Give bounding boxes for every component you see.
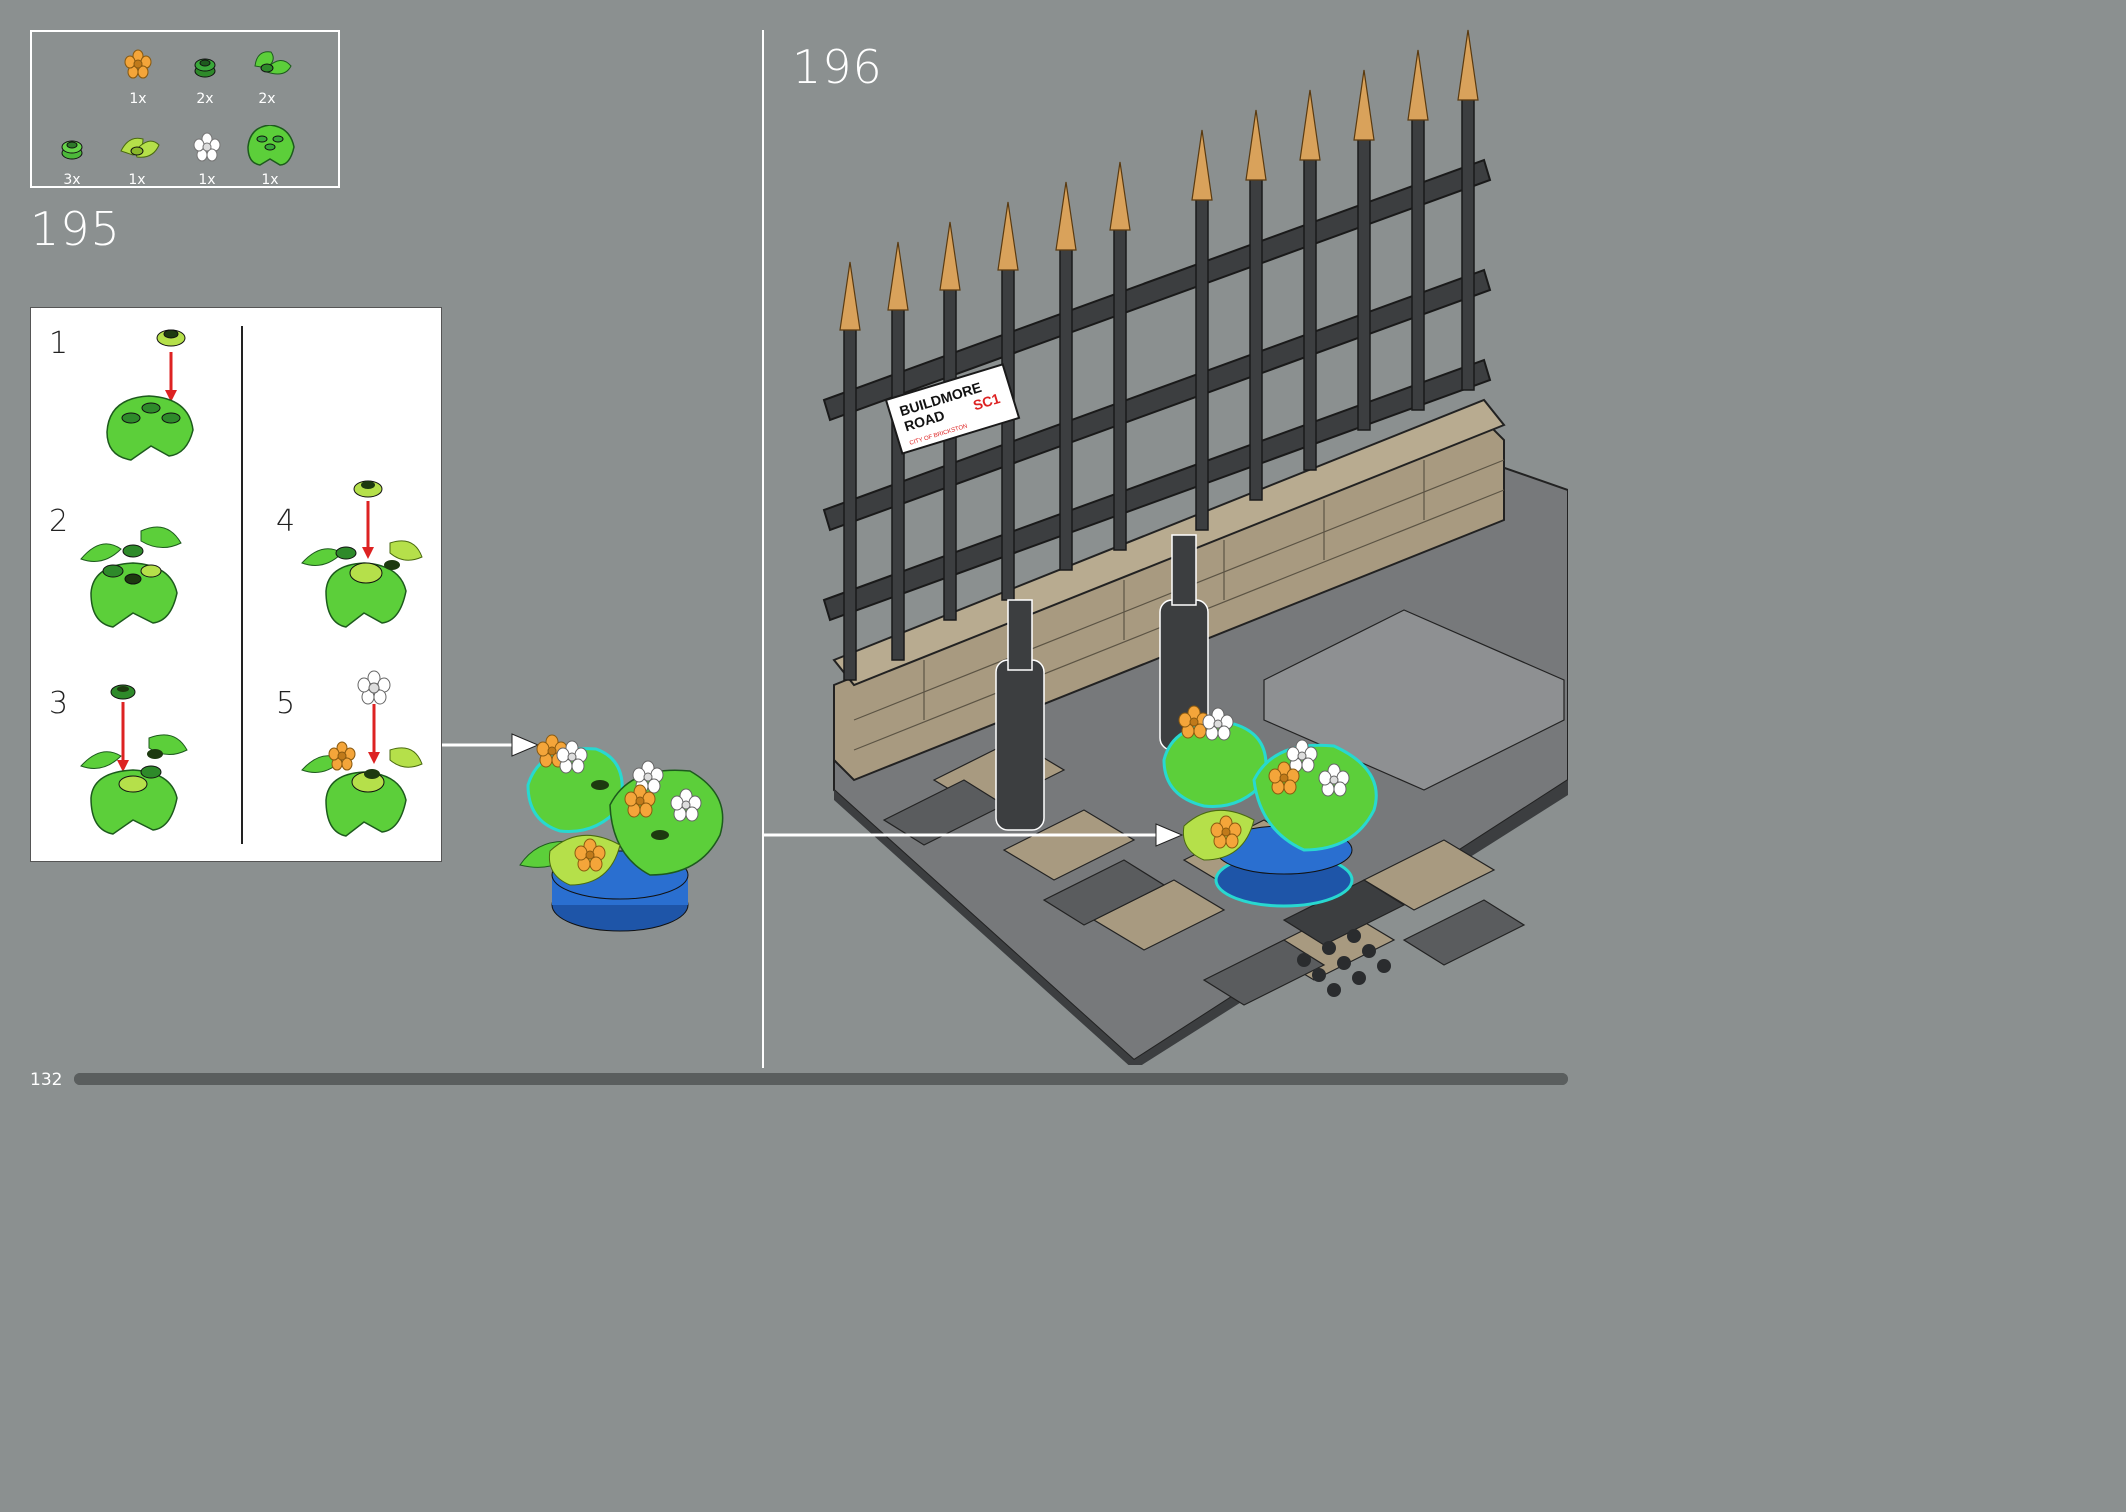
lime-leaf-icon (120, 137, 160, 158)
green-leaf-icon (254, 51, 292, 75)
progress-bar (74, 1073, 1568, 1085)
part-qty: 2x (196, 91, 214, 107)
substep-3-illustration (80, 684, 188, 835)
substep-divider (241, 326, 243, 844)
part-green-plate: 3x (42, 125, 102, 195)
substep-number-1: 1 (49, 326, 69, 361)
part-qty: 1x (198, 172, 216, 188)
white-flower-icon (193, 132, 221, 162)
green-round-plate-icon (61, 140, 83, 160)
street-sign: BUILDMORE ROAD SC1 CITY OF BRICKSTON (884, 363, 1021, 455)
page-divider (762, 30, 764, 1068)
page-number: 132 (30, 1070, 63, 1090)
part-qty: 2x (258, 91, 276, 107)
step-number-195: 195 (30, 202, 121, 256)
substep-1-illustration (106, 329, 194, 461)
substep-2-illustration (80, 526, 182, 628)
part-large-leaf-plate: 1x (240, 125, 300, 195)
substeps-callout: 1 2 3 4 5 (30, 307, 442, 862)
part-lime-leaf: 1x (107, 125, 167, 195)
sign-code: SC1 (971, 390, 1002, 413)
fence-posts (839, 29, 1479, 681)
substep-number-3: 3 (49, 686, 69, 721)
part-qty: 3x (63, 172, 81, 188)
substep-4-illustration (301, 480, 423, 628)
part-orange-flower: 1x (108, 44, 168, 114)
substep-number-4: 4 (276, 504, 296, 539)
street-scene-illustration: BUILDMORE ROAD SC1 CITY OF BRICKSTON (764, 29, 1568, 1065)
dark-green-round-plate-icon (194, 58, 216, 78)
part-dark-green-plate: 2x (175, 44, 235, 114)
orange-flower-icon (124, 49, 152, 79)
step-number-196: 196 (792, 40, 883, 94)
part-green-leaf: 2x (237, 44, 297, 114)
substep-number-2: 2 (49, 504, 69, 539)
part-qty: 1x (129, 91, 147, 107)
progress-bar-fill (74, 1073, 1568, 1085)
part-qty: 1x (261, 172, 279, 188)
part-qty: 1x (128, 172, 146, 188)
callout-arrow-icon (442, 733, 540, 757)
flower-pot-assembly-illustration (519, 734, 724, 932)
substep-number-5: 5 (276, 686, 296, 721)
part-white-flower: 1x (177, 125, 237, 195)
substep-5-illustration (301, 670, 423, 837)
large-green-leaf-plate-icon (247, 125, 295, 166)
parts-list-box: 1x 2x 2x 3x 1x (30, 30, 340, 188)
placed-flower-pot (1162, 705, 1378, 908)
